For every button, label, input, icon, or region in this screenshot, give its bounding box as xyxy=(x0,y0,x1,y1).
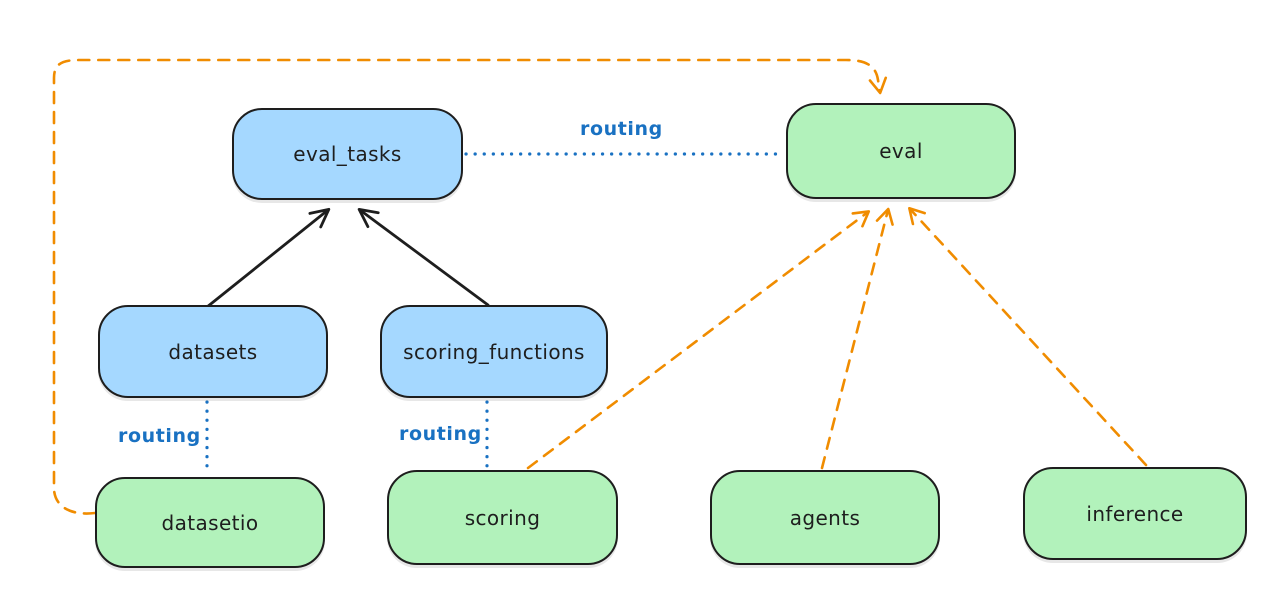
node-scoring-functions: scoring_functions xyxy=(380,305,608,398)
node-scoring-functions-label: scoring_functions xyxy=(403,339,585,364)
node-scoring-label: scoring xyxy=(464,505,541,530)
node-agents-label: agents xyxy=(789,505,861,530)
edge-scoring-to-eval xyxy=(526,210,871,470)
node-inference: inference xyxy=(1023,467,1247,560)
node-datasets-label: datasets xyxy=(168,339,258,364)
node-eval-label: eval xyxy=(879,139,923,163)
node-datasets: datasets xyxy=(98,305,328,398)
node-eval-tasks-label: eval_tasks xyxy=(293,142,402,166)
edge-scoring-functions-to-eval-tasks xyxy=(357,207,490,307)
edge-inference-to-eval xyxy=(908,206,1148,467)
edge-agents-to-eval xyxy=(820,207,894,470)
node-eval-tasks: eval_tasks xyxy=(232,108,463,200)
node-agents: agents xyxy=(710,470,940,565)
edge-datasets-to-eval-tasks xyxy=(205,207,331,309)
routing-label-scoring-functions-scoring: routing xyxy=(399,423,482,445)
edge-datasetio-to-eval xyxy=(52,58,888,515)
node-eval: eval xyxy=(786,103,1016,199)
node-datasetio-label: datasetio xyxy=(161,510,259,535)
node-scoring: scoring xyxy=(387,470,618,565)
routing-label-datasets-datasetio: routing xyxy=(118,425,201,447)
node-datasetio: datasetio xyxy=(95,477,325,568)
node-inference-label: inference xyxy=(1086,501,1184,526)
routing-label-eval-tasks-eval: routing xyxy=(580,118,663,140)
